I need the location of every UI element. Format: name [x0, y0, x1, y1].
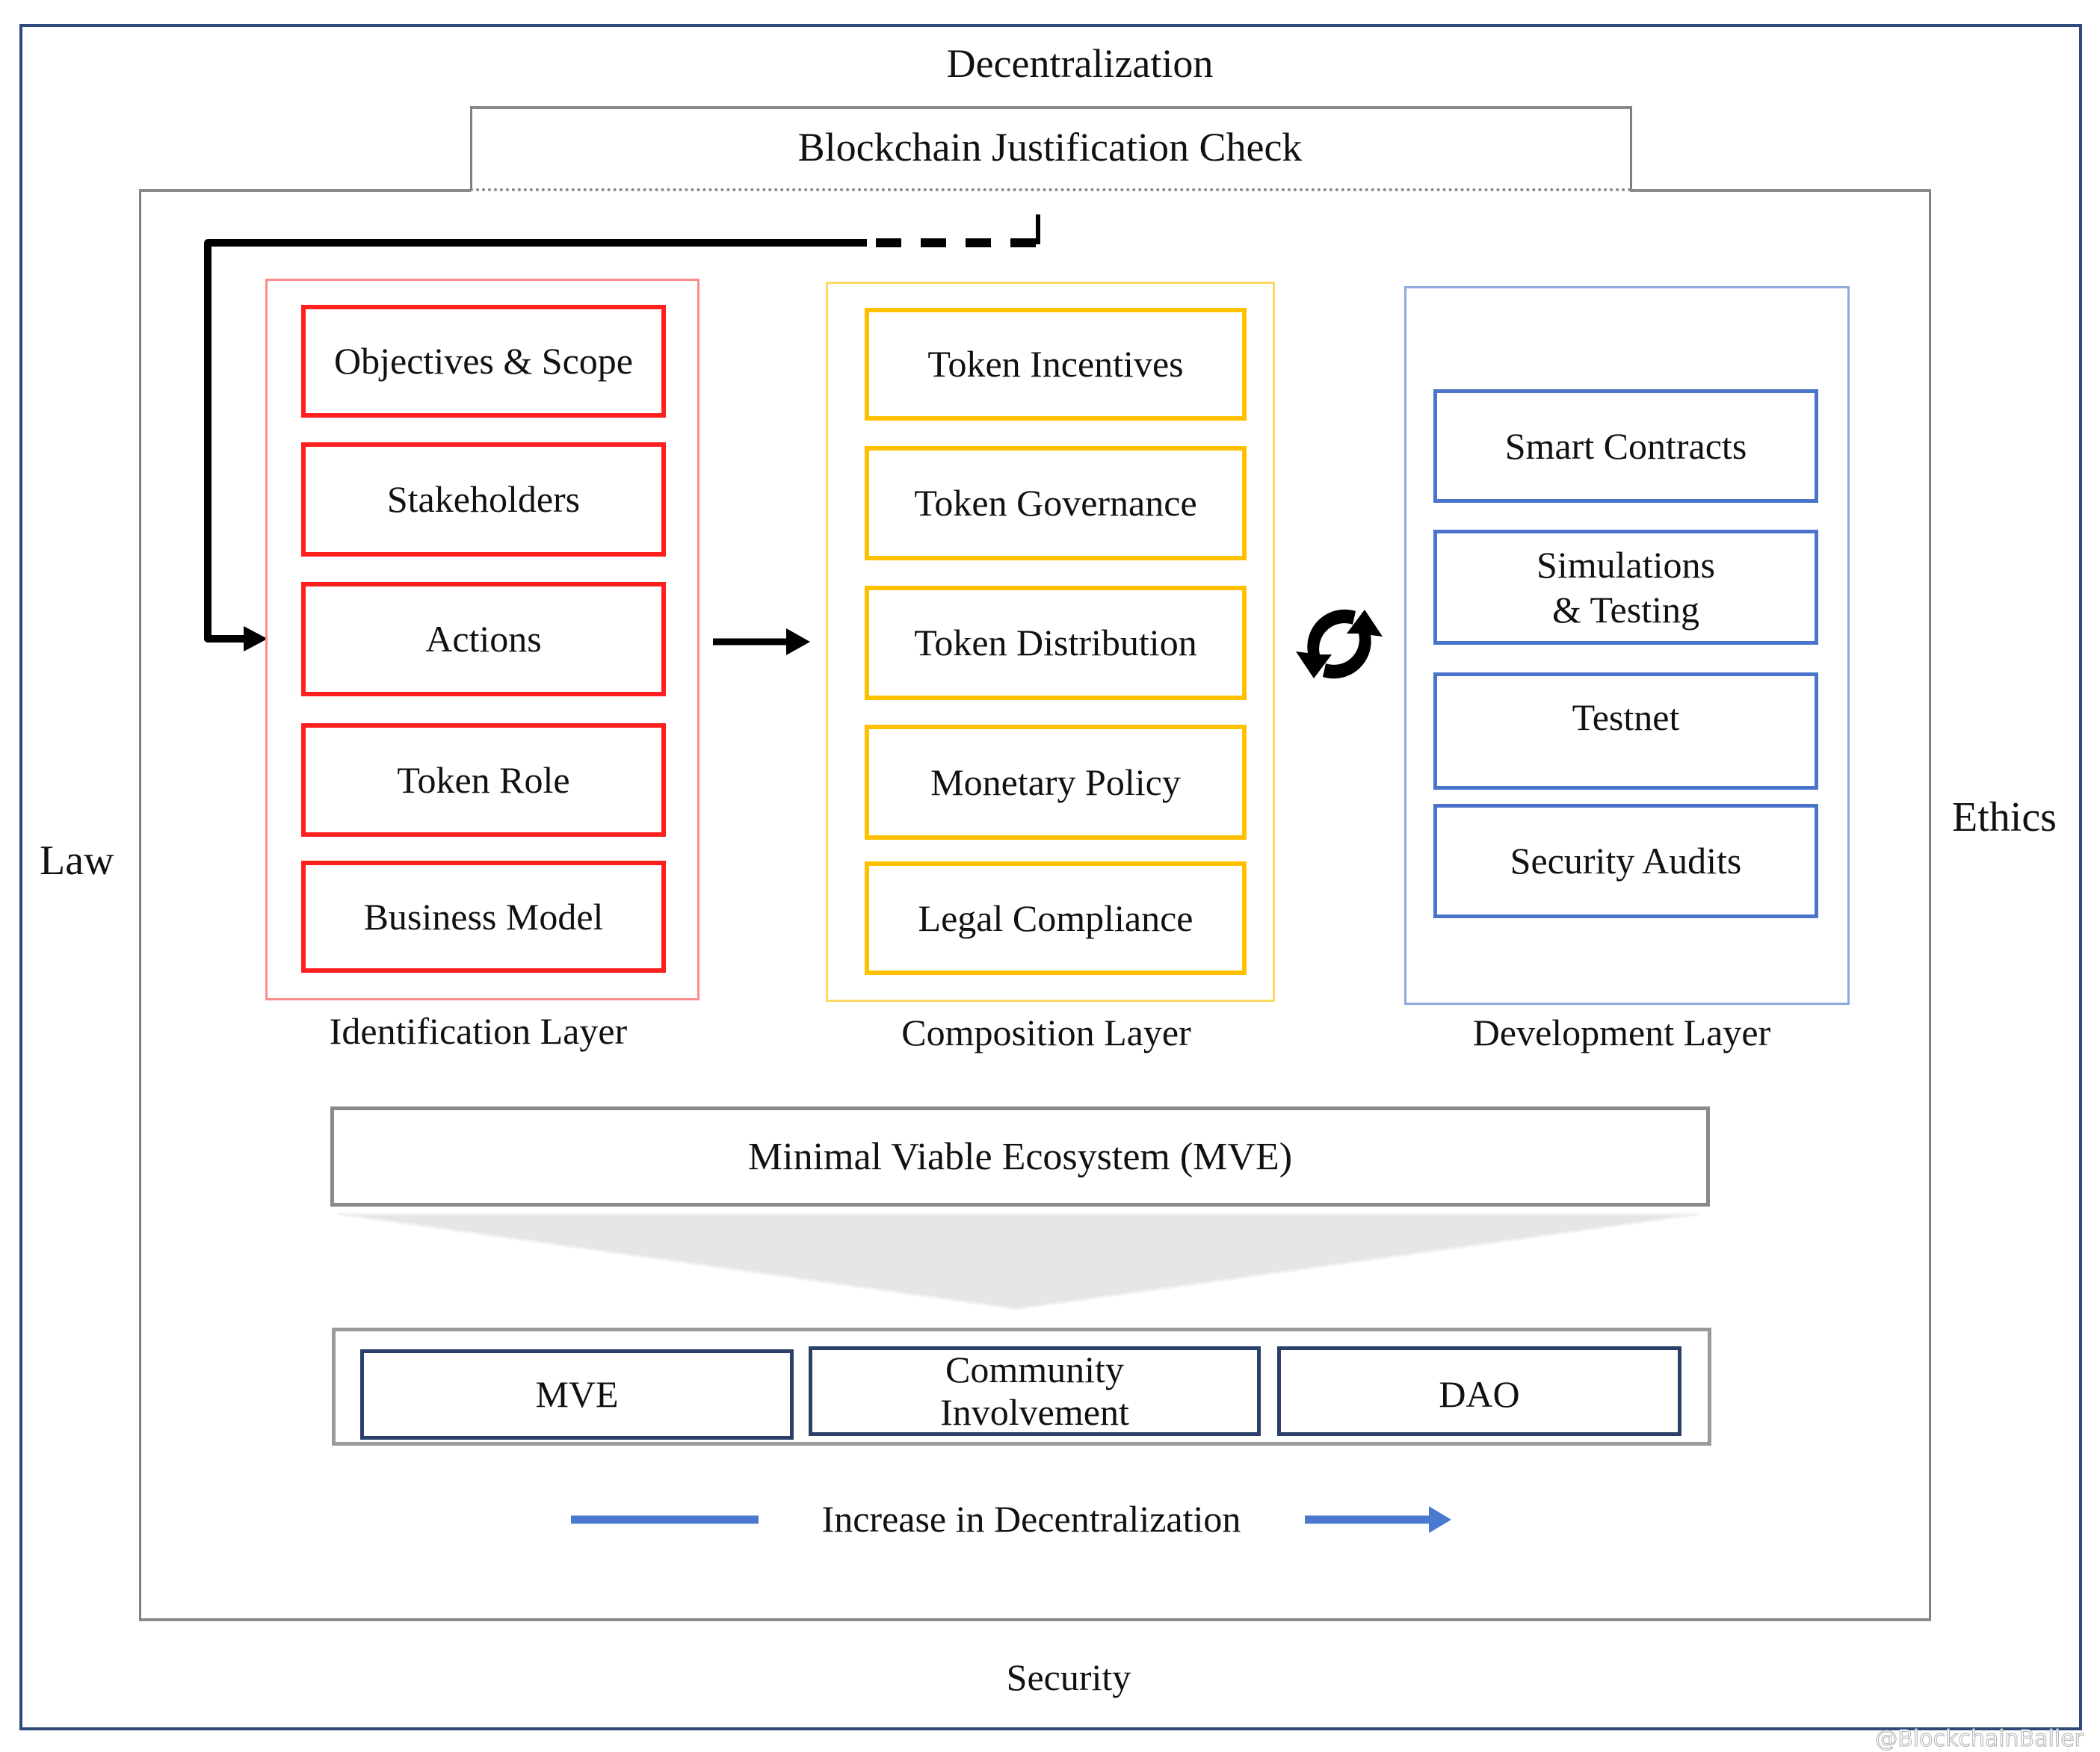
watermark: @BlockchainBaller [1875, 1726, 2084, 1752]
mve-box: Minimal Viable Ecosystem (MVE) [330, 1106, 1710, 1207]
ethics-label: Ethics [1952, 794, 2057, 841]
composition-layer-label: Composition Layer [901, 1012, 1191, 1053]
blockchain-justification-check-label: Blockchain Justification Check [797, 125, 1303, 170]
identification-item-objectives-scope: Objectives & Scope [301, 305, 666, 418]
outer-frame [19, 24, 2082, 1730]
decentralization-label: Decentralization [946, 41, 1214, 86]
composition-item-token-distribution: Token Distribution [865, 586, 1247, 700]
identification-item-business-model: Business Model [301, 861, 666, 973]
identification-layer-label: Identification Layer [329, 1010, 628, 1052]
decentralization-stages-box [332, 1328, 1711, 1446]
security-label: Security [1006, 1656, 1131, 1698]
increase-in-decentralization-label: Increase in Decentralization [821, 1498, 1241, 1540]
development-item-security-audits: Security Audits [1433, 804, 1818, 918]
inner-frame-top-edge-left [139, 189, 471, 192]
stage-mve: MVE [360, 1349, 794, 1440]
development-item-testnet: Testnet [1433, 672, 1818, 790]
identification-item-stakeholders: Stakeholders [301, 442, 666, 557]
identification-layer [265, 279, 700, 1000]
composition-item-monetary-policy: Monetary Policy [865, 725, 1247, 840]
development-item-simulations-testing: Simulations & Testing [1433, 530, 1818, 645]
development-item-smart-contracts: Smart Contracts [1433, 389, 1818, 503]
law-label: Law [40, 838, 114, 884]
blockchain-justification-check-box [470, 106, 1632, 191]
composition-layer [826, 282, 1275, 1002]
identification-item-actions: Actions [301, 582, 666, 696]
identification-item-token-role: Token Role [301, 723, 666, 837]
inner-frame [139, 189, 1931, 1621]
development-layer-label: Development Layer [1472, 1012, 1771, 1053]
stage-dao: DAO [1277, 1346, 1681, 1436]
composition-item-token-governance: Token Governance [865, 446, 1247, 560]
composition-item-token-incentives: Token Incentives [865, 308, 1247, 421]
inner-frame-top-edge-right [1630, 189, 1931, 192]
development-layer [1404, 286, 1850, 1005]
composition-item-legal-compliance: Legal Compliance [865, 861, 1247, 975]
stage-community-involvement: Community Involvement [809, 1346, 1261, 1436]
